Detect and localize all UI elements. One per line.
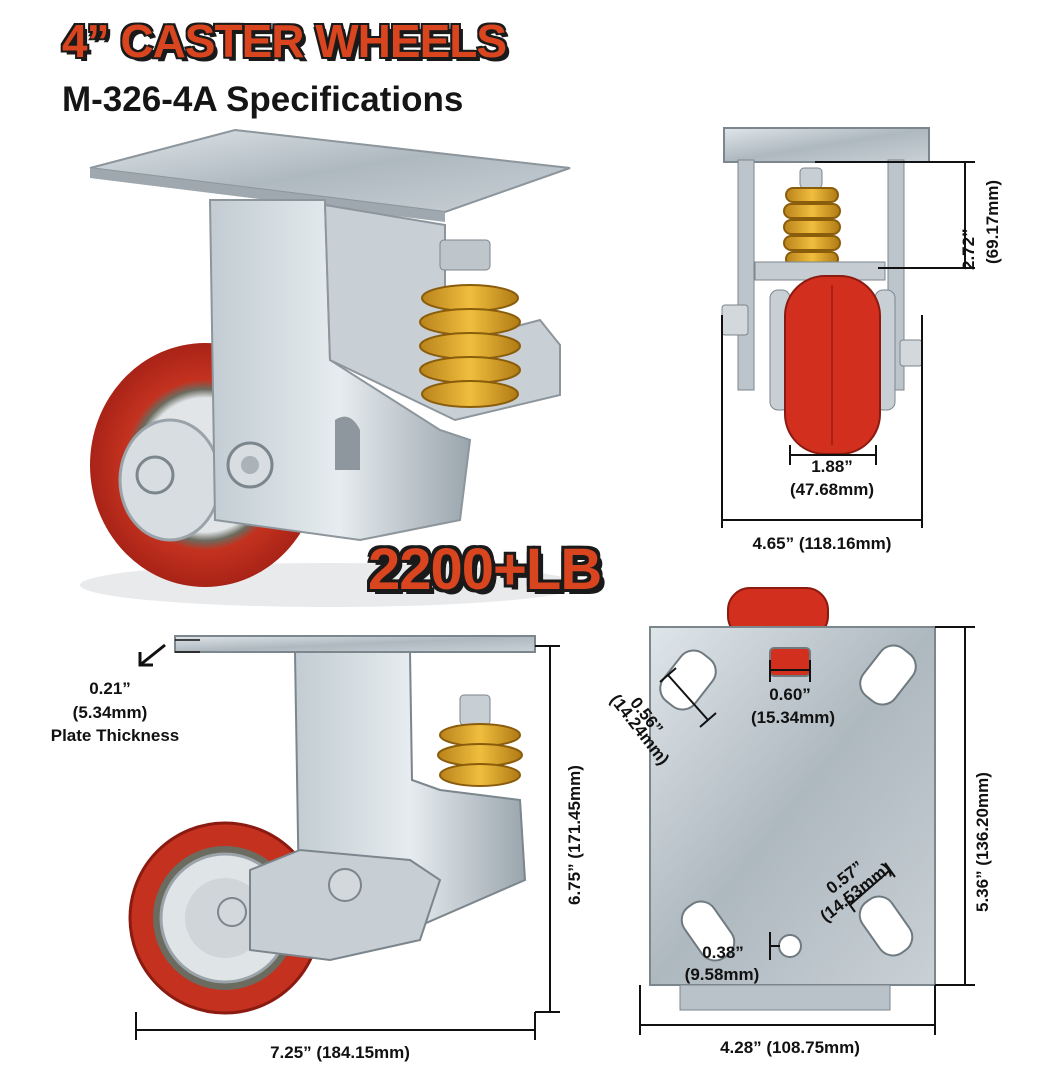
plate-length-label: 5.36” (136.20mm) [973, 772, 992, 912]
page-subtitle: M-326-4A Specifications [62, 80, 464, 119]
page-title: 4” CASTER WHEELS [62, 15, 507, 67]
overall-width-label: 4.65” (118.16mm) [752, 534, 892, 553]
overall-length-label: 7.25” (184.15mm) [270, 1043, 410, 1062]
slot-b-mm-label: (15.34mm) [750, 708, 836, 727]
plate-thickness-mm-label: (5.34mm) [72, 703, 148, 722]
overall-height-label: 6.75” (171.45mm) [565, 765, 584, 905]
wheel-width-in-label: 1.88” [811, 457, 853, 476]
plate-thickness-in-label: 0.21” [89, 679, 131, 698]
arrow-icon [138, 639, 200, 667]
plate-width-label: 4.28” (108.75mm) [720, 1038, 860, 1057]
slot-b-in-label: 0.60” [769, 685, 811, 704]
spring-height-mm-label: (69.17mm) [983, 179, 1002, 264]
capacity-badge: 2200+LB [368, 537, 602, 602]
plate-thickness-caption: Plate Thickness [50, 726, 180, 745]
spring-height-in-label: 2.72” [959, 228, 978, 270]
slot-d-in-label: 0.38” [702, 943, 744, 962]
slot-d-mm-label: (9.58mm) [684, 965, 760, 984]
wheel-width-mm-label: (47.68mm) [789, 480, 875, 499]
